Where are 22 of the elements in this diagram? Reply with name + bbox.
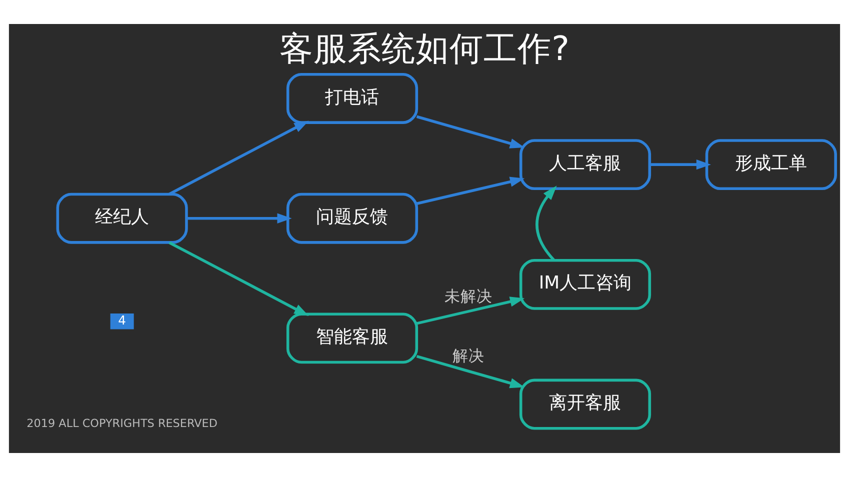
arrow (416, 176, 525, 205)
node-box: 打电话 (286, 73, 418, 124)
arrow (416, 296, 525, 325)
label: 4 (118, 314, 126, 328)
arrow (650, 159, 711, 170)
arrow (168, 120, 309, 196)
arrow (416, 115, 525, 148)
edge-label: 未解决 (444, 286, 493, 306)
node-box: 问题反馈 (286, 192, 418, 244)
arrow (186, 213, 292, 224)
node-box: 经纪人 (56, 192, 188, 244)
arrow (416, 354, 525, 388)
label: 2019 ALL COPYRIGHTS RESERVED (26, 417, 218, 430)
node-box: 形成工单 (705, 139, 837, 190)
diagram-title: 客服系统如何工作? (280, 28, 570, 68)
node-box: 智能客服 (286, 312, 418, 364)
edge-label: 解决 (452, 346, 485, 365)
arrow (168, 241, 309, 316)
node-box: 离开客服 (519, 378, 652, 430)
arrow (536, 186, 557, 262)
node-box: IM人工咨询 (519, 258, 652, 310)
node-box: 人工客服 (519, 139, 652, 190)
